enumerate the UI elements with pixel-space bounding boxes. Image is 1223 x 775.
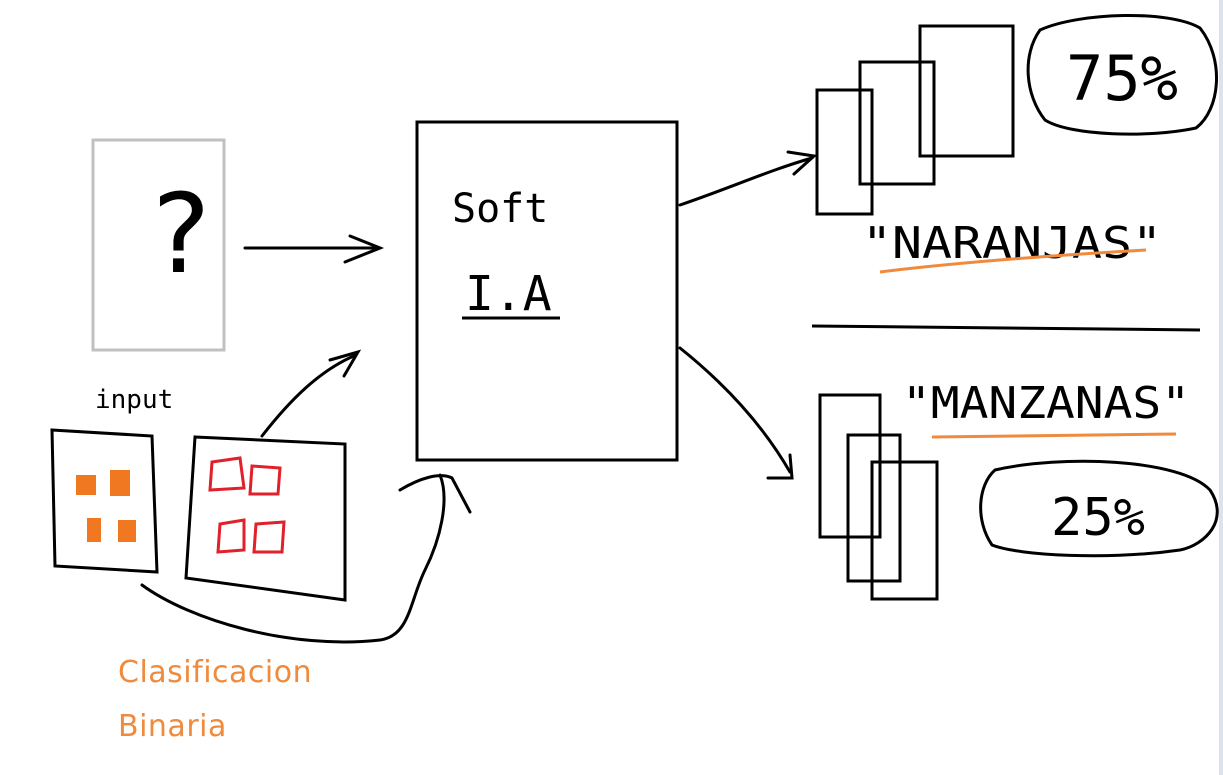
bottom-output-stack bbox=[818, 393, 939, 601]
oranges-card bbox=[50, 428, 159, 574]
top-percent: 75% bbox=[1066, 42, 1178, 115]
bottom-output-label: "MANZANAS" bbox=[902, 378, 1190, 429]
arrow-feedback-loop bbox=[140, 473, 472, 644]
arrow-input-to-model bbox=[243, 234, 385, 264]
arrow-model-to-top-output bbox=[678, 150, 818, 207]
top-label-underline bbox=[879, 248, 1147, 274]
top-output-stack bbox=[815, 24, 1015, 216]
model-title-line2: I.A bbox=[465, 266, 552, 322]
input-label: input bbox=[95, 385, 173, 415]
orange-fruit-icon bbox=[76, 470, 136, 542]
bottom-percent: 25% bbox=[1051, 488, 1145, 548]
top-output-label: "NARANJAS" bbox=[862, 218, 1162, 269]
input-box: ? bbox=[91, 138, 226, 352]
caption-line-1: Clasificacion bbox=[118, 655, 313, 690]
caption-line-2: Binaria bbox=[118, 709, 227, 744]
red-apple-icon bbox=[208, 456, 286, 554]
arrow-model-to-bottom-output bbox=[678, 346, 794, 480]
bottom-percent-bubble: 25% bbox=[979, 459, 1219, 558]
apples-card bbox=[184, 435, 347, 602]
top-percent-bubble: 75% bbox=[1026, 13, 1219, 136]
model-box: Soft I.A bbox=[415, 120, 679, 462]
arrow-samples-to-model bbox=[260, 349, 362, 438]
window-edge bbox=[1219, 0, 1223, 775]
question-mark: ? bbox=[147, 170, 213, 298]
output-divider bbox=[811, 324, 1201, 332]
model-title-line1: Soft bbox=[452, 186, 548, 232]
bottom-label-underline bbox=[931, 432, 1177, 439]
